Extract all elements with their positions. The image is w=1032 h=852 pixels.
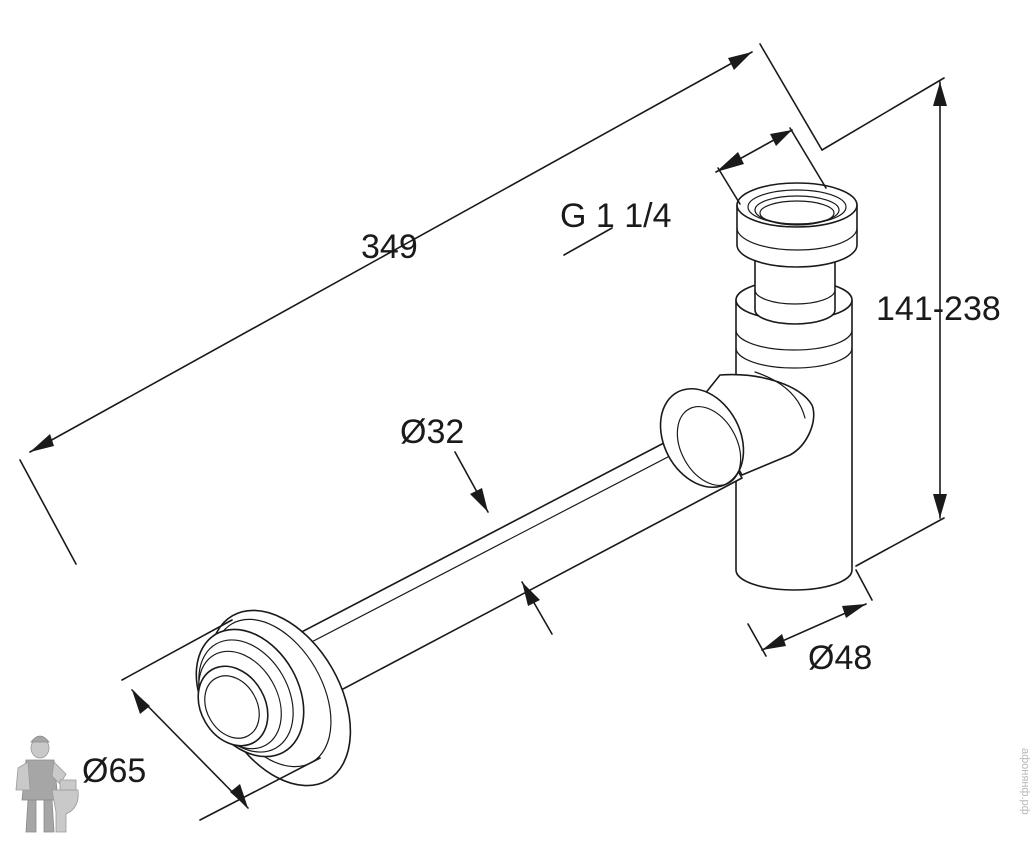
flange-diameter-label: Ø65 [82,752,146,790]
dimension-height: 141-238 [821,77,1001,567]
dimension-flange-diameter: Ø65 [82,619,321,821]
thread-collar [736,182,858,268]
dimension-thread: G 1 1/4 [560,127,827,256]
watermark-domain: афонянф.рф [1019,748,1031,815]
thread-label: G 1 1/4 [560,197,672,235]
dimension-tube-diameter: Ø32 [400,413,553,635]
wall-flange [195,609,352,787]
dimension-overall-length: 349 [19,43,823,565]
height-label: 141-238 [876,290,1001,328]
overall-length-label: 349 [361,228,418,266]
body-diameter-label: Ø48 [808,639,872,677]
tube-diameter-label: Ø32 [400,413,464,451]
elbow-flange [659,387,745,489]
dimension-body-diameter: Ø48 [747,569,873,677]
plumber-logo [15,735,79,833]
siphon-neck [754,249,836,325]
